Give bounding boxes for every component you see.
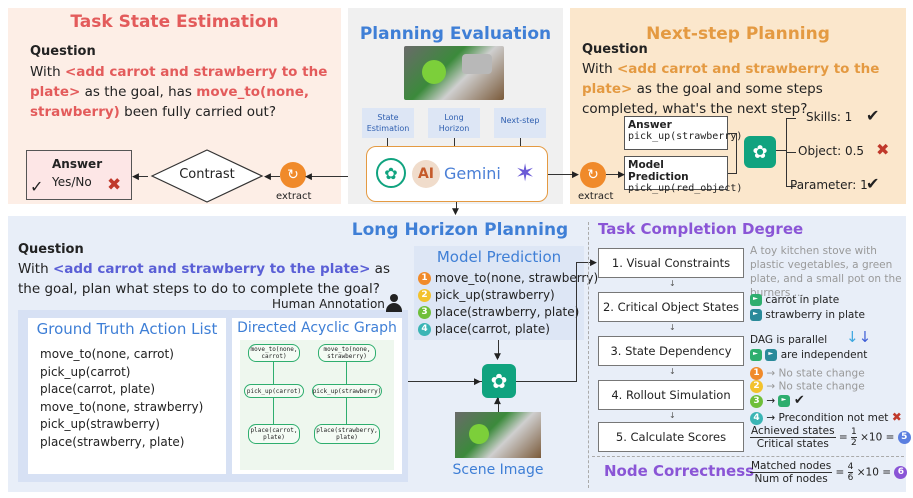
gt-action-list: move_to(none, carrot) pick_up(carrot) pl…	[40, 346, 203, 451]
task-state-question: With <add carrot and strawberry to the p…	[30, 64, 328, 120]
flag-icon	[778, 395, 791, 407]
anthropic-logo-icon: AI	[412, 160, 440, 188]
gemini-logo: Gemini	[444, 164, 501, 183]
skills-check-icon: ✔	[866, 106, 880, 125]
score-formula: Achieved states Critical states = 1 2 ×1…	[750, 425, 911, 450]
dag-node: pick_up(strawberry)	[312, 384, 382, 398]
parameter-check-icon: ✔	[866, 174, 880, 193]
visual-constraint-desc: A toy kitchen stove with plastic vegetab…	[750, 245, 902, 299]
dag-node: place(strawberry, plate)	[314, 424, 380, 444]
lh-pred-action: pick_up(strawberry)	[434, 288, 555, 302]
completion-title: Task Completion Degree	[598, 220, 804, 238]
dag-node: place(carrot, plate)	[248, 424, 300, 444]
model-star-icon: ✶	[514, 159, 536, 187]
node-formula: Matched nodes Num of nodes = 4 6 ×10 = 6	[750, 460, 908, 485]
contrast-label: Contrast	[179, 167, 235, 182]
completion-divider	[588, 222, 589, 488]
task-state-question-label: Question	[30, 44, 96, 59]
extract-icon-right: ↻	[580, 162, 606, 188]
planning-eval-title: Planning Evaluation	[359, 24, 552, 44]
lh-pred-action: move_to(none, strawberry)	[434, 271, 599, 285]
completion-step: 1. Visual Constraints	[598, 248, 744, 278]
person-icon	[386, 294, 402, 312]
object-state-1: carrot in plate	[750, 294, 839, 306]
long-horizon-title: Long Horizon Planning	[351, 220, 569, 240]
dag-node: pick_up(carrot)	[244, 384, 304, 398]
task-state-answer-box: Answer Yes/No ✓ ✖	[26, 150, 132, 200]
next-step-question-label: Question	[582, 42, 648, 57]
rollout-1: 1 → No state change	[750, 367, 865, 380]
scene-thumbnail-top	[404, 46, 504, 100]
flag-icon	[765, 349, 778, 361]
lh-prediction-list: 1 move_to(none, strawberry) 2 pick_up(st…	[418, 270, 598, 338]
scene-image-label: Scene Image	[452, 462, 544, 478]
next-step-question: With <add carrot and strawberry to the p…	[582, 61, 880, 117]
long-horizon-question-label: Question	[18, 242, 84, 257]
human-annotation-label: Human Annotation	[272, 297, 385, 311]
task-state-title: Task State Estimation	[70, 12, 279, 32]
lh-pred-action: place(strawberry, plate)	[434, 305, 580, 319]
independent-text: are independent	[750, 349, 867, 361]
completion-step: 3. State Dependency	[598, 336, 744, 366]
lh-pred-action: place(carrot, plate)	[434, 322, 550, 336]
dag-node: move_to(none, carrot)	[248, 344, 300, 362]
gt-action-box	[28, 318, 226, 474]
gt-action: pick_up(carrot)	[40, 364, 131, 379]
extract-label-right: extract	[578, 191, 614, 202]
rollout-cross-icon: ✖	[891, 410, 902, 424]
gt-action: pick_up(strawberry)	[40, 417, 160, 431]
gt-action: move_to(none, strawberry)	[40, 399, 204, 414]
skills-score: Skills: 1	[806, 110, 853, 124]
chatgpt-logo-icon: ✿	[376, 158, 406, 188]
completion-step: 2. Critical Object States	[598, 292, 744, 322]
node-correctness-title: Node Correctness	[604, 462, 755, 480]
gt-action: place(carrot, plate)	[40, 382, 156, 396]
parallel-arrows-icon: ↓↓	[846, 328, 872, 346]
dag-node: move_to(none, strawberry)	[318, 344, 376, 362]
extract-icon-left: ↻	[280, 162, 306, 188]
object-score: Object: 0.5	[798, 144, 865, 158]
dag-parallel-text: DAG is parallel	[750, 334, 828, 346]
flag-icon	[750, 309, 762, 321]
object-cross-icon: ✖	[876, 140, 890, 159]
rollout-2: 2 → No state change	[750, 380, 865, 393]
cross-icon: ✖	[107, 175, 122, 195]
scene-thumbnail-bottom	[455, 412, 541, 458]
lh-prediction-title: Model Prediction	[436, 248, 562, 266]
parameter-score: Parameter: 1	[790, 178, 868, 192]
flag-icon	[750, 349, 762, 361]
rollout-4: 4 → Precondition not met ✖	[750, 410, 902, 425]
check-icon: ✓	[30, 177, 44, 196]
lh-prediction-box	[414, 246, 584, 340]
gt-action: place(strawberry, plate)	[40, 434, 185, 449]
rollout-check-icon: ✔	[793, 393, 805, 408]
next-step-answer-box: Answer pick_up(strawberry)	[624, 116, 742, 150]
rollout-3: 3 → ✔	[750, 393, 805, 408]
gt-action: move_to(none, carrot)	[40, 347, 174, 361]
extract-label-left: extract	[276, 191, 312, 202]
node-divider	[592, 456, 904, 457]
gt-title: Ground Truth Action List	[36, 320, 218, 338]
chatgpt-logo-icon-center: ✿	[482, 364, 516, 398]
contrast-diamond	[150, 149, 264, 203]
completion-step: 5. Calculate Scores	[598, 422, 744, 452]
object-state-2: strawberry in plate	[750, 309, 865, 321]
long-horizon-question: With <add carrot and strawberry to the p…	[18, 261, 390, 297]
flag-icon	[750, 294, 762, 306]
completion-step: 4. Rollout Simulation	[598, 380, 744, 410]
next-step-title: Next-step Planning	[646, 24, 830, 44]
dag-title: Directed Acyclic Graph	[237, 320, 397, 336]
chatgpt-logo-icon-right: ✿	[744, 136, 776, 168]
next-step-prediction-box: Model Prediction pick_up(red_object)	[624, 156, 742, 194]
eval-tag-next: Next-step	[494, 108, 546, 138]
